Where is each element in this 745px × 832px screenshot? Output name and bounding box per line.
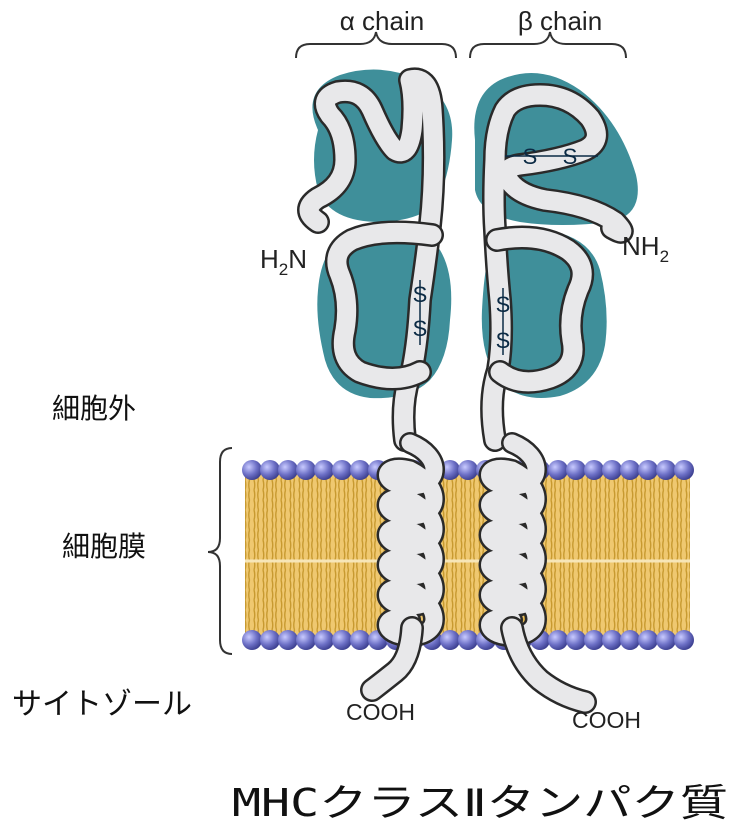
- lipid-head: [620, 460, 640, 480]
- nh2-label: NH2: [622, 231, 669, 266]
- extracellular-label: 細胞外: [52, 392, 136, 425]
- h2n-end: N: [288, 244, 307, 274]
- lipid-heads-upper: [242, 460, 694, 480]
- lipid-head: [278, 460, 298, 480]
- cooh-left-label: COOH: [346, 699, 415, 725]
- lipid-head: [602, 460, 622, 480]
- h2n-main: H: [260, 244, 279, 274]
- ss-letter: S: [563, 144, 578, 169]
- lipid-head: [440, 630, 460, 650]
- lipid-head: [332, 460, 352, 480]
- beta-chain-label: β chain: [518, 6, 602, 36]
- lipid-head: [602, 630, 622, 650]
- membrane-label: 細胞膜: [62, 530, 146, 563]
- lipid-head: [242, 460, 262, 480]
- ss-letter: S: [413, 316, 428, 341]
- lipid-head: [458, 460, 478, 480]
- lipid-head: [350, 460, 370, 480]
- alpha-transmembrane-helix: [388, 443, 435, 636]
- membrane-brace: [208, 448, 232, 654]
- cooh-right-label: COOH: [572, 707, 641, 733]
- lipid-head: [656, 630, 676, 650]
- lipid-tails-upper: [245, 470, 690, 560]
- lipid-head: [674, 630, 694, 650]
- nh2-main: NH: [622, 231, 660, 261]
- lipid-head: [260, 460, 280, 480]
- lipid-head: [314, 630, 334, 650]
- lipid-head: [656, 460, 676, 480]
- lipid-head: [260, 630, 280, 650]
- lipid-bilayer: [242, 460, 694, 650]
- lipid-head: [548, 460, 568, 480]
- lipid-head: [566, 630, 586, 650]
- ss-letter: S: [496, 292, 511, 317]
- ss-letter: S: [413, 282, 428, 307]
- lipid-heads-lower: [242, 630, 694, 650]
- h2n-label: H2N: [260, 244, 307, 279]
- lipid-head: [638, 630, 658, 650]
- helix-fill: [388, 443, 435, 636]
- lipid-tails-lower: [245, 560, 690, 640]
- lipid-head: [584, 630, 604, 650]
- lipid-head: [674, 460, 694, 480]
- alpha-chain-label: α chain: [340, 6, 424, 36]
- lipid-head: [296, 460, 316, 480]
- ss-letter: S: [523, 144, 538, 169]
- nh2-sub: 2: [660, 247, 669, 266]
- helix-fill: [490, 443, 537, 636]
- lipid-head: [314, 460, 334, 480]
- lipid-head: [296, 630, 316, 650]
- ss-letter: S: [496, 328, 511, 353]
- lipid-head: [620, 630, 640, 650]
- lipid-head: [278, 630, 298, 650]
- beta-transmembrane-helix: [490, 443, 537, 636]
- figure-title: MHCクラスⅡタンパク質: [232, 781, 728, 825]
- lipid-head: [548, 630, 568, 650]
- lipid-head: [332, 630, 352, 650]
- lipid-head: [638, 460, 658, 480]
- lipid-head: [242, 630, 262, 650]
- h2n-sub: 2: [279, 260, 288, 279]
- lipid-head: [566, 460, 586, 480]
- lipid-head: [584, 460, 604, 480]
- lipid-head: [350, 630, 370, 650]
- lipid-head: [458, 630, 478, 650]
- cytosol-label: サイトゾール: [12, 687, 192, 722]
